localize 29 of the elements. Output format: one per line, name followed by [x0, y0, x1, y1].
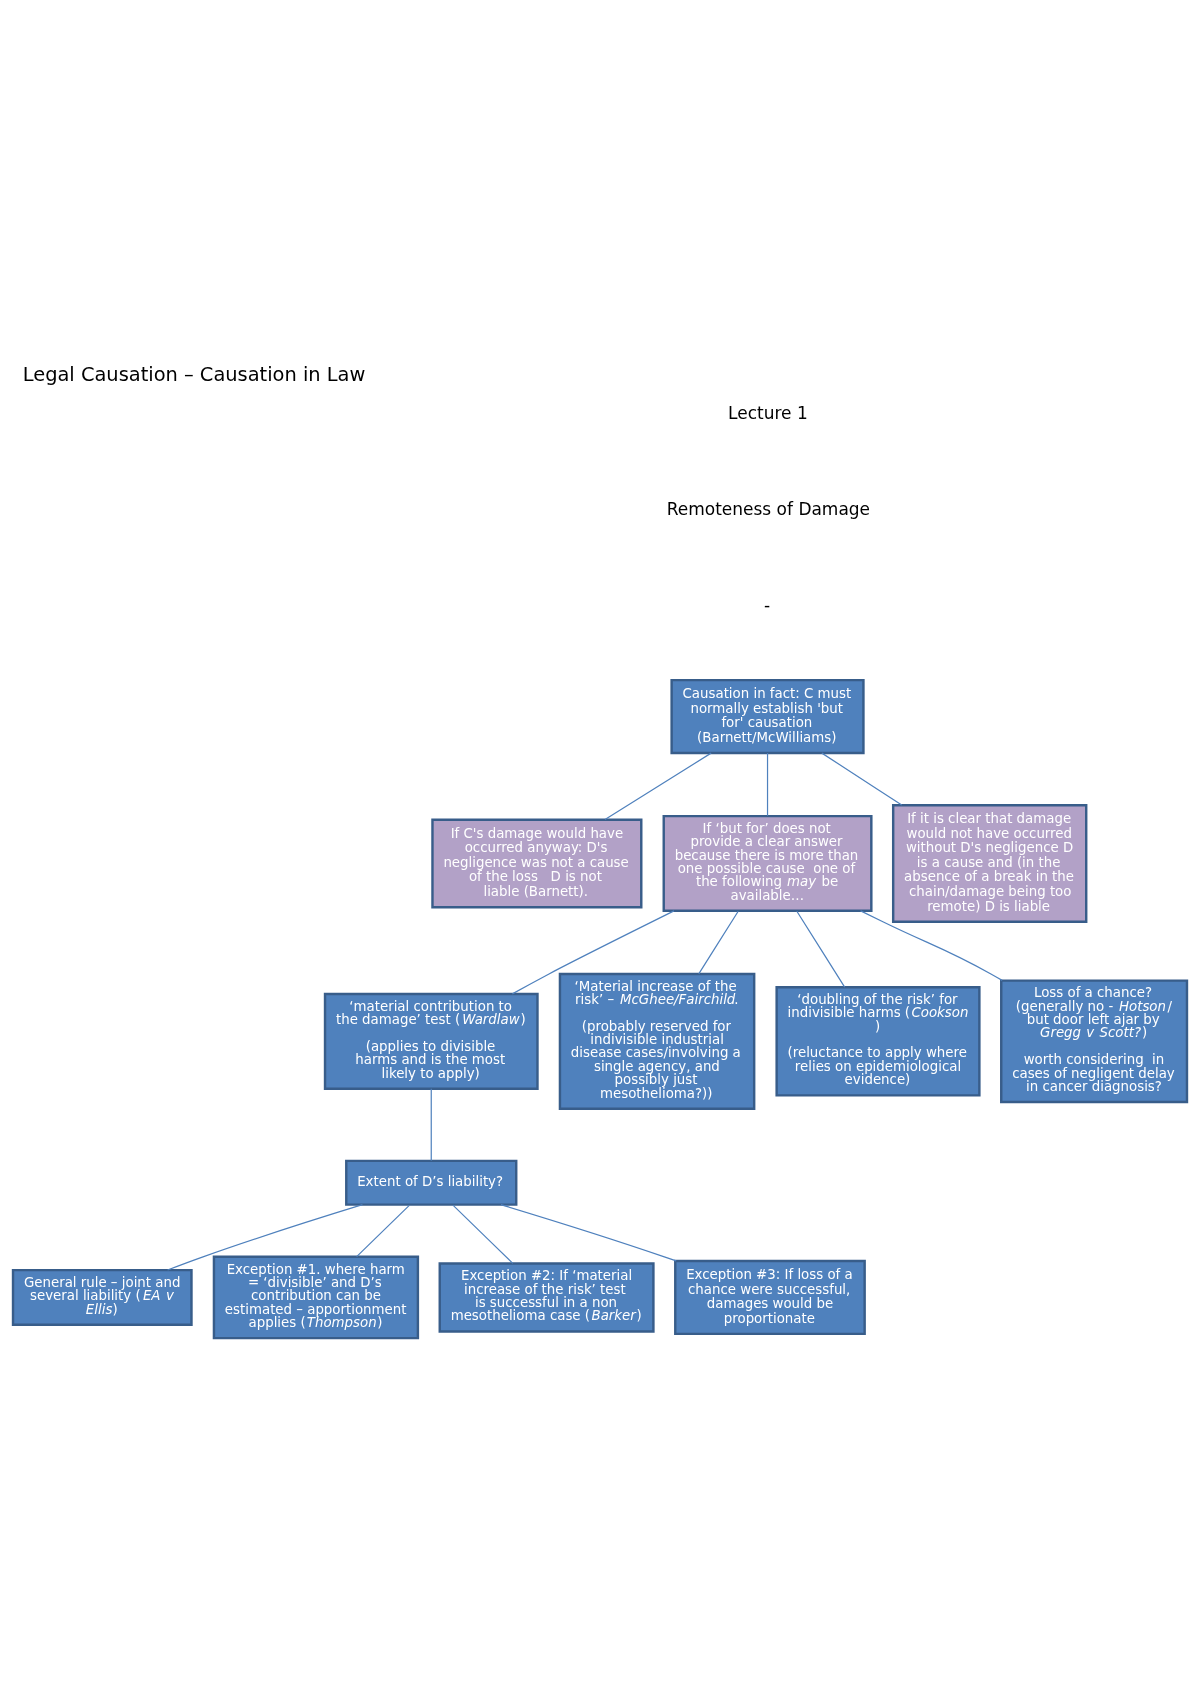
connector [452, 1204, 514, 1264]
node-box: General rule – joint and several liability (EA v Ellis) [11, 1268, 193, 1326]
diagram-title: Legal Causation – Causation in Law [22, 362, 366, 386]
label: Lecture 1 [728, 402, 808, 423]
connector [860, 909, 1003, 981]
connector [766, 752, 769, 816]
connector [500, 1203, 677, 1262]
node-box: Exception #3: If loss of a chance were successful, damages would be proportionate [674, 1259, 866, 1335]
connector [698, 910, 739, 974]
node-box: ‘Material increase of the risk’ – McGhee/Fairchild. (probably reserved for indivisible industrial disease cases/involving a single agency, and possibly just mesothelioma?)) [558, 972, 756, 1110]
connector [821, 752, 903, 806]
connector [430, 1087, 432, 1161]
node-box: If C's damage would have occurred anyway: D's negligence was not a cause of the loss D is not liable (Barnett). [431, 818, 643, 908]
node-box: ‘material contribution to the damage’ test (Wardlaw) (applies to divisible harms and is the most likely to apply) [323, 992, 539, 1090]
node-box: If ‘but for’ does not provide a clear answer because there is more than one possible cause one of the following may be available… [662, 814, 873, 912]
node-box: Loss of a chance? (generally no - Hotson/ but door left ajar by Gregg v Scott?) worth considering in cases of negligent delay in cancer diagnosis? [1000, 978, 1189, 1103]
connector [167, 1203, 364, 1271]
label: - [763, 594, 771, 615]
label: Remoteness of Damage [666, 498, 871, 519]
node-box: Exception #1. where harm = ‘divisible’ and D’s contribution can be estimated – apportionment applies (Thompson) [212, 1255, 420, 1339]
connector [511, 909, 675, 994]
connector [356, 1204, 411, 1257]
connector [796, 910, 846, 988]
node-box: Exception #2: If ‘material increase of the risk’ test is successful in a non mesothelioma case (Barker) [438, 1261, 655, 1333]
node-box: Causation in fact: C must normally establish 'but for' causation (Barnett/McWilliams) [670, 678, 865, 754]
node-box: If it is clear that damage would not have occurred without D's negligence D is a cause and (in the absence of a break in the chain/damage being too remote) D is liable [891, 803, 1088, 923]
node-box: ‘doubling of the risk’ for indivisible harms (Cookson) (reluctance to apply where relies on epidemiological evidence) [775, 985, 981, 1097]
node-box: Extent of D’s liability? [345, 1159, 518, 1206]
connector [604, 752, 712, 820]
